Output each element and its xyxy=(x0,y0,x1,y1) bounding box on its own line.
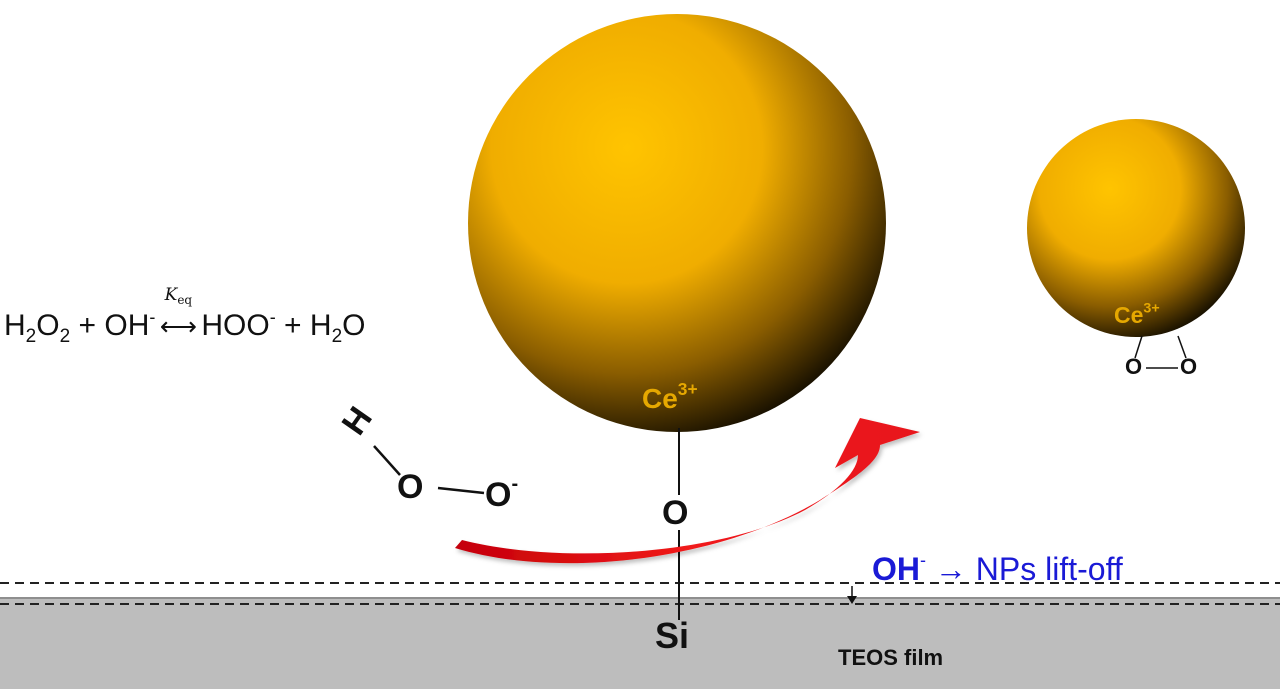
o-o-bond xyxy=(437,486,485,495)
red-curved-arrow xyxy=(455,418,920,564)
eq-h2o-o: O xyxy=(342,309,366,342)
eq-h2o2-h: H xyxy=(4,309,26,342)
eq-hoo: HOO xyxy=(201,309,270,342)
liftoff-oh: OH xyxy=(872,551,920,587)
reaction-equation: H2O2 + OH-Keq⟷HOO- + H2O xyxy=(4,287,366,347)
peroxide-oxygen-1: O xyxy=(397,468,424,506)
eq-h2o-h: H xyxy=(309,309,332,342)
eq-plus-2: + xyxy=(275,309,310,342)
eq-oh: OH xyxy=(104,309,150,342)
small-ce-o-bond-left xyxy=(1134,335,1143,359)
h-o-bond xyxy=(373,445,401,476)
eq-oh-charge: - xyxy=(149,307,156,327)
ce3-label-large: Ce3+ xyxy=(642,380,698,414)
eq-h2o2-o: O xyxy=(36,309,60,342)
eq-h2o2-sub2: 2 xyxy=(59,326,71,347)
silicon-atom: Si xyxy=(655,615,690,656)
liftoff-oh-charge: - xyxy=(920,550,926,570)
peroxide-oxygen-2-symbol: O xyxy=(485,476,512,514)
ce3-label-small: Ce3+ xyxy=(1114,301,1160,328)
teos-film-label: TEOS film xyxy=(838,645,944,670)
liftoff-annotation: OH- → NPs lift-off xyxy=(872,550,1123,587)
keq-k: K xyxy=(164,285,178,305)
large-ceria-particle xyxy=(468,14,886,432)
keq-label: Keq xyxy=(164,285,193,307)
eq-h2o2-sub1: 2 xyxy=(25,326,37,347)
ce-text-large: Ce xyxy=(642,383,678,414)
ce-text-small: Ce xyxy=(1114,302,1144,328)
eq-hoo-charge: - xyxy=(269,307,276,327)
ce-charge-small: 3+ xyxy=(1143,300,1160,317)
teos-film xyxy=(0,598,1280,689)
peroxo-oxygen-left: O xyxy=(1125,354,1143,379)
peroxide-charge: - xyxy=(511,473,519,495)
right-arrow-icon: → xyxy=(934,551,967,587)
double-arrow-icon: ⟷ xyxy=(159,311,198,341)
eq-plus-1: + xyxy=(70,309,105,342)
ce-charge-large: 3+ xyxy=(677,378,698,399)
small-ce-o-bond-right xyxy=(1177,335,1187,359)
peroxide-oxygen-2: O- xyxy=(485,474,518,514)
equilibrium-arrow: Keq ⟷ xyxy=(159,287,198,341)
eq-h2o-sub: 2 xyxy=(331,326,343,347)
keq-sub: eq xyxy=(177,293,193,307)
bridging-oxygen: O xyxy=(662,494,689,532)
liftoff-text: NPs lift-off xyxy=(966,551,1123,587)
etch-arrow-head xyxy=(847,596,857,604)
peroxo-oxygen-right: O xyxy=(1180,354,1198,379)
small-ceria-particle xyxy=(1027,119,1245,337)
